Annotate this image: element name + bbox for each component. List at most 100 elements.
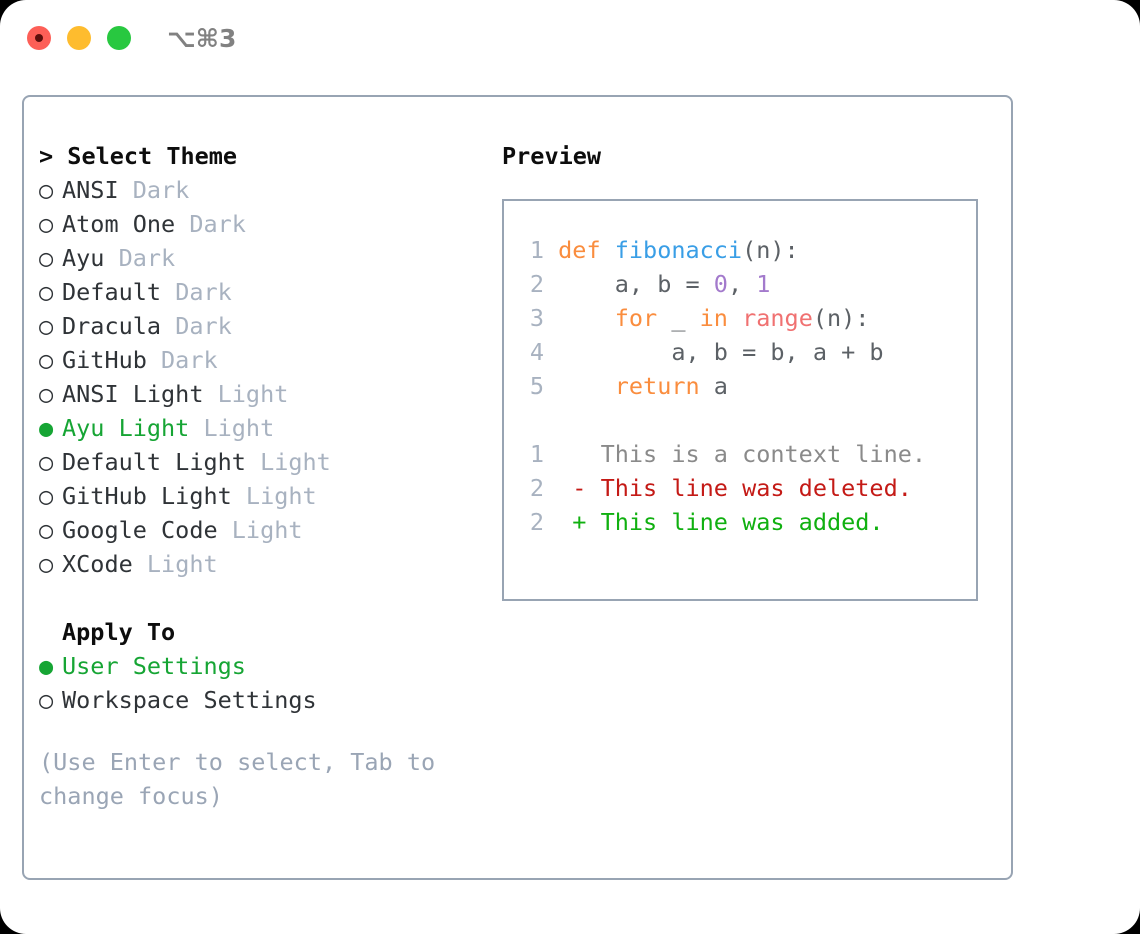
preview-heading: Preview [502, 142, 602, 170]
radio-unselected-icon: ○ [39, 176, 54, 204]
minimize-window-button[interactable] [67, 26, 91, 50]
line-number: 4 [529, 338, 544, 366]
line-number: 1 [529, 440, 544, 468]
theme-option-label: GitHub [62, 346, 147, 374]
gutter-space [544, 440, 572, 468]
radio-unselected-icon: ○ [39, 380, 54, 408]
keyboard-shortcut-label: ⌥⌘3 [167, 24, 237, 53]
theme-option-label: Ayu Light [62, 414, 190, 442]
code-token-plain: a [699, 372, 728, 400]
code-token-kw: def [558, 236, 615, 264]
theme-option-label: Atom One [62, 210, 176, 238]
gutter-space [544, 304, 558, 332]
theme-option-label: ANSI Light [62, 380, 204, 408]
diff-marker [572, 440, 586, 468]
code-token-kw: in [699, 304, 728, 332]
theme-option-label: Google Code [62, 516, 218, 544]
theme-option-xcode[interactable]: ○ XCode Light [39, 547, 479, 581]
code-token-call: range [742, 304, 813, 332]
line-number: 2 [529, 508, 544, 536]
theme-option-google-code[interactable]: ○Google Code Light [39, 513, 479, 547]
theme-option-github-light[interactable]: ○GitHub Light Light [39, 479, 479, 513]
theme-picker-column: > Select Theme ○ANSI Dark○Atom One Dark○… [39, 139, 479, 813]
line-number: 1 [529, 236, 544, 264]
radio-selected-icon: ● [39, 652, 54, 680]
diff-text: This line was deleted. [586, 474, 912, 502]
select-theme-heading: > Select Theme [39, 142, 238, 170]
apply-to-list[interactable]: ●User Settings○Workspace Settings [39, 649, 479, 717]
theme-variant-tag: Dark [161, 278, 232, 306]
apply-to-option-user-settings[interactable]: ●User Settings [39, 649, 479, 683]
code-token-plain: (n): [742, 236, 799, 264]
theme-option-label: Dracula [62, 312, 162, 340]
code-token-plain: _ [657, 304, 700, 332]
gutter-space [544, 372, 558, 400]
theme-option-ansi[interactable]: ○ ANSI Dark [39, 173, 479, 207]
theme-variant-tag: Dark [104, 244, 176, 272]
code-token-kw: return [614, 372, 700, 400]
theme-option-label: Ayu [62, 244, 105, 272]
code-token-plain: a, b = b, a + b [558, 338, 884, 366]
theme-option-ayu[interactable]: ○ Ayu Dark [39, 241, 479, 275]
theme-variant-tag: Light [203, 380, 289, 408]
radio-unselected-icon: ○ [39, 482, 54, 510]
theme-option-ansi-light[interactable]: ○ ANSI Light Light [39, 377, 479, 411]
theme-option-default[interactable]: ○ Default Dark [39, 275, 479, 309]
radio-unselected-icon: ○ [39, 312, 54, 340]
theme-variant-tag: Dark [118, 176, 190, 204]
diff-line-ctx: 1 This is a context line. [521, 437, 926, 471]
theme-option-label: Default [62, 278, 162, 306]
code-line: 4 a, b = b, a + b [521, 335, 926, 369]
radio-unselected-icon: ○ [39, 278, 54, 306]
code-token-plain [558, 372, 615, 400]
main-panel: > Select Theme ○ANSI Dark○Atom One Dark○… [22, 95, 1013, 880]
line-number: 2 [529, 474, 544, 502]
code-token-plain: , [727, 270, 757, 298]
apply-to-option-workspace-settings[interactable]: ○Workspace Settings [39, 683, 479, 717]
radio-selected-icon: ● [39, 414, 54, 442]
theme-list[interactable]: ○ANSI Dark○Atom One Dark○Ayu Dark○Defaul… [39, 173, 479, 581]
keyboard-hint-text: (Use Enter to select, Tab to change focu… [39, 748, 450, 810]
diff-text: This is a context line. [586, 440, 927, 468]
theme-option-atom-one[interactable]: ○ Atom One Dark [39, 207, 479, 241]
code-token-kw: for [614, 304, 658, 332]
theme-option-label: Default Light [62, 448, 246, 476]
radio-unselected-icon: ○ [39, 550, 54, 578]
theme-option-dracula[interactable]: ○ Dracula Dark [39, 309, 479, 343]
radio-unselected-icon: ○ [39, 210, 54, 238]
gutter-space [544, 270, 558, 298]
theme-option-label: XCode [62, 550, 133, 578]
gutter-space [544, 474, 572, 502]
apply-to-option-label: Workspace Settings [62, 686, 317, 714]
code-token-plain [728, 304, 742, 332]
gutter-space [544, 236, 558, 264]
code-token-plain: a, b = [558, 270, 714, 298]
diff-line-del: 2 - This line was deleted. [521, 471, 926, 505]
theme-option-default-light[interactable]: ○Default Light Light [39, 445, 479, 479]
theme-option-label: ANSI [62, 176, 119, 204]
theme-variant-tag: Dark [146, 346, 218, 374]
diff-marker: - [572, 474, 587, 502]
diff-marker: + [572, 508, 587, 536]
theme-variant-tag: Light [132, 550, 218, 578]
code-line: 1 def fibonacci(n): [521, 233, 926, 267]
zoom-window-button[interactable] [107, 26, 131, 50]
theme-variant-tag: Dark [175, 210, 246, 238]
close-window-button[interactable] [27, 26, 51, 50]
theme-option-github[interactable]: ○GitHub Dark [39, 343, 479, 377]
code-blank-line [521, 403, 926, 437]
theme-variant-tag: Light [189, 414, 275, 442]
preview-column: Preview 1 def fibonacci(n):2 a, b = 0, 1… [502, 139, 1002, 601]
theme-variant-tag: Dark [161, 312, 232, 340]
theme-variant-tag: Light [231, 482, 317, 510]
section-gap [39, 581, 479, 615]
apply-to-heading: Apply To [62, 618, 176, 646]
theme-option-ayu-light[interactable]: ● Ayu Light Light [39, 411, 479, 445]
gutter-space [544, 508, 572, 536]
radio-unselected-icon: ○ [39, 244, 54, 272]
theme-variant-tag: Light [217, 516, 303, 544]
line-number: 5 [529, 372, 544, 400]
